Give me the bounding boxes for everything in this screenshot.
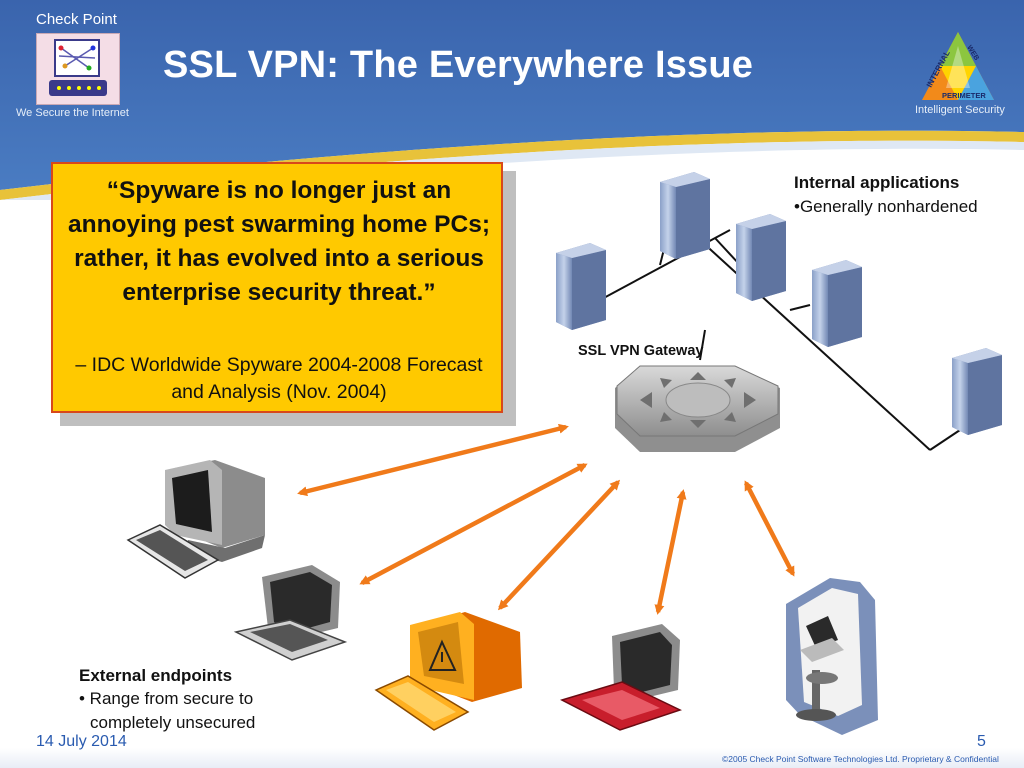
page-number: 5: [977, 733, 986, 751]
external-endpoints-item-line2: completely unsecured: [90, 713, 255, 733]
laptop-left: [236, 565, 345, 660]
gateway-label: SSL VPN Gateway: [578, 343, 703, 359]
quote-box: “Spyware is no longer just an annoying p…: [51, 162, 503, 413]
server-2: [660, 172, 710, 259]
server-1: [556, 243, 606, 330]
unsecured-laptop: [562, 624, 680, 730]
internal-apps-title: Internal applications: [794, 173, 959, 193]
footer-copyright: ©2005 Check Point Software Technologies …: [722, 754, 999, 764]
desktop-computer: [128, 460, 265, 578]
external-endpoints-title: External endpoints: [79, 666, 232, 686]
footer-date: 14 July 2014: [36, 733, 127, 751]
ssl-vpn-gateway: [615, 366, 780, 452]
internal-apps-item: •Generally nonhardened: [794, 197, 978, 217]
server-5: [952, 348, 1002, 435]
public-kiosk: [786, 578, 878, 735]
warning-desktop: [376, 612, 522, 730]
server-4: [812, 260, 862, 347]
quote-text: “Spyware is no longer just an annoying p…: [65, 174, 493, 310]
external-endpoints-item-line1: • Range from secure to: [79, 689, 253, 709]
server-3: [736, 214, 786, 301]
connection-arrows: [300, 427, 793, 612]
quote-source: – IDC Worldwide Spyware 2004-2008 Foreca…: [73, 352, 485, 406]
